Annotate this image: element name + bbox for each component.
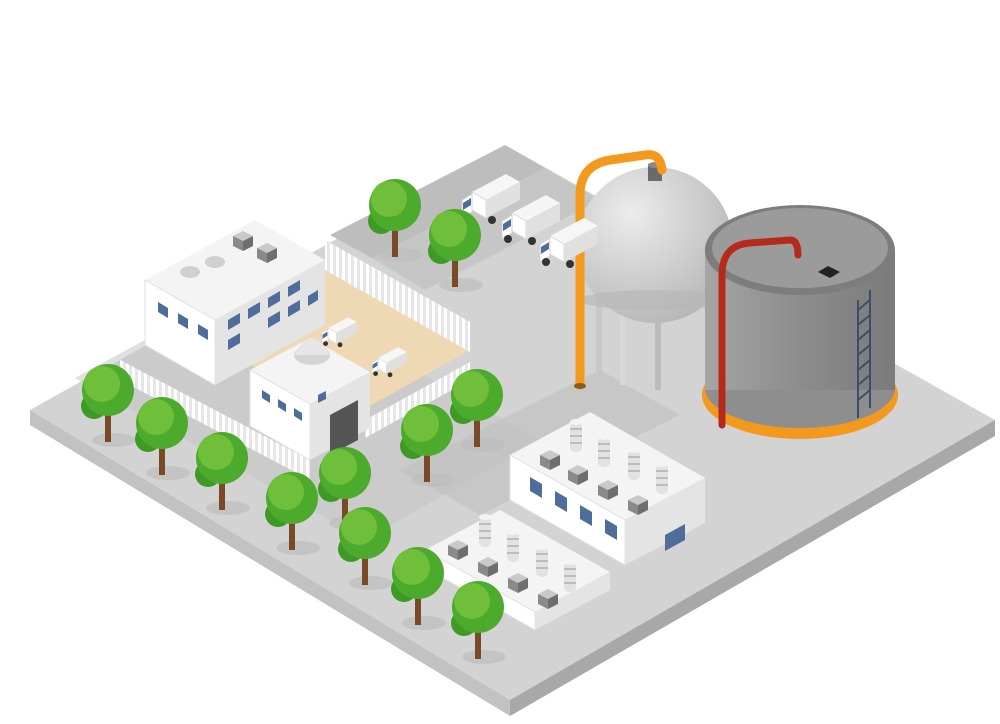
gate-house	[249, 338, 370, 461]
office-building	[144, 220, 325, 386]
spherical-tank-icon	[574, 150, 733, 390]
storage-tank-icon	[702, 205, 898, 439]
ladder	[857, 290, 871, 418]
cooling-building-east	[509, 412, 705, 566]
